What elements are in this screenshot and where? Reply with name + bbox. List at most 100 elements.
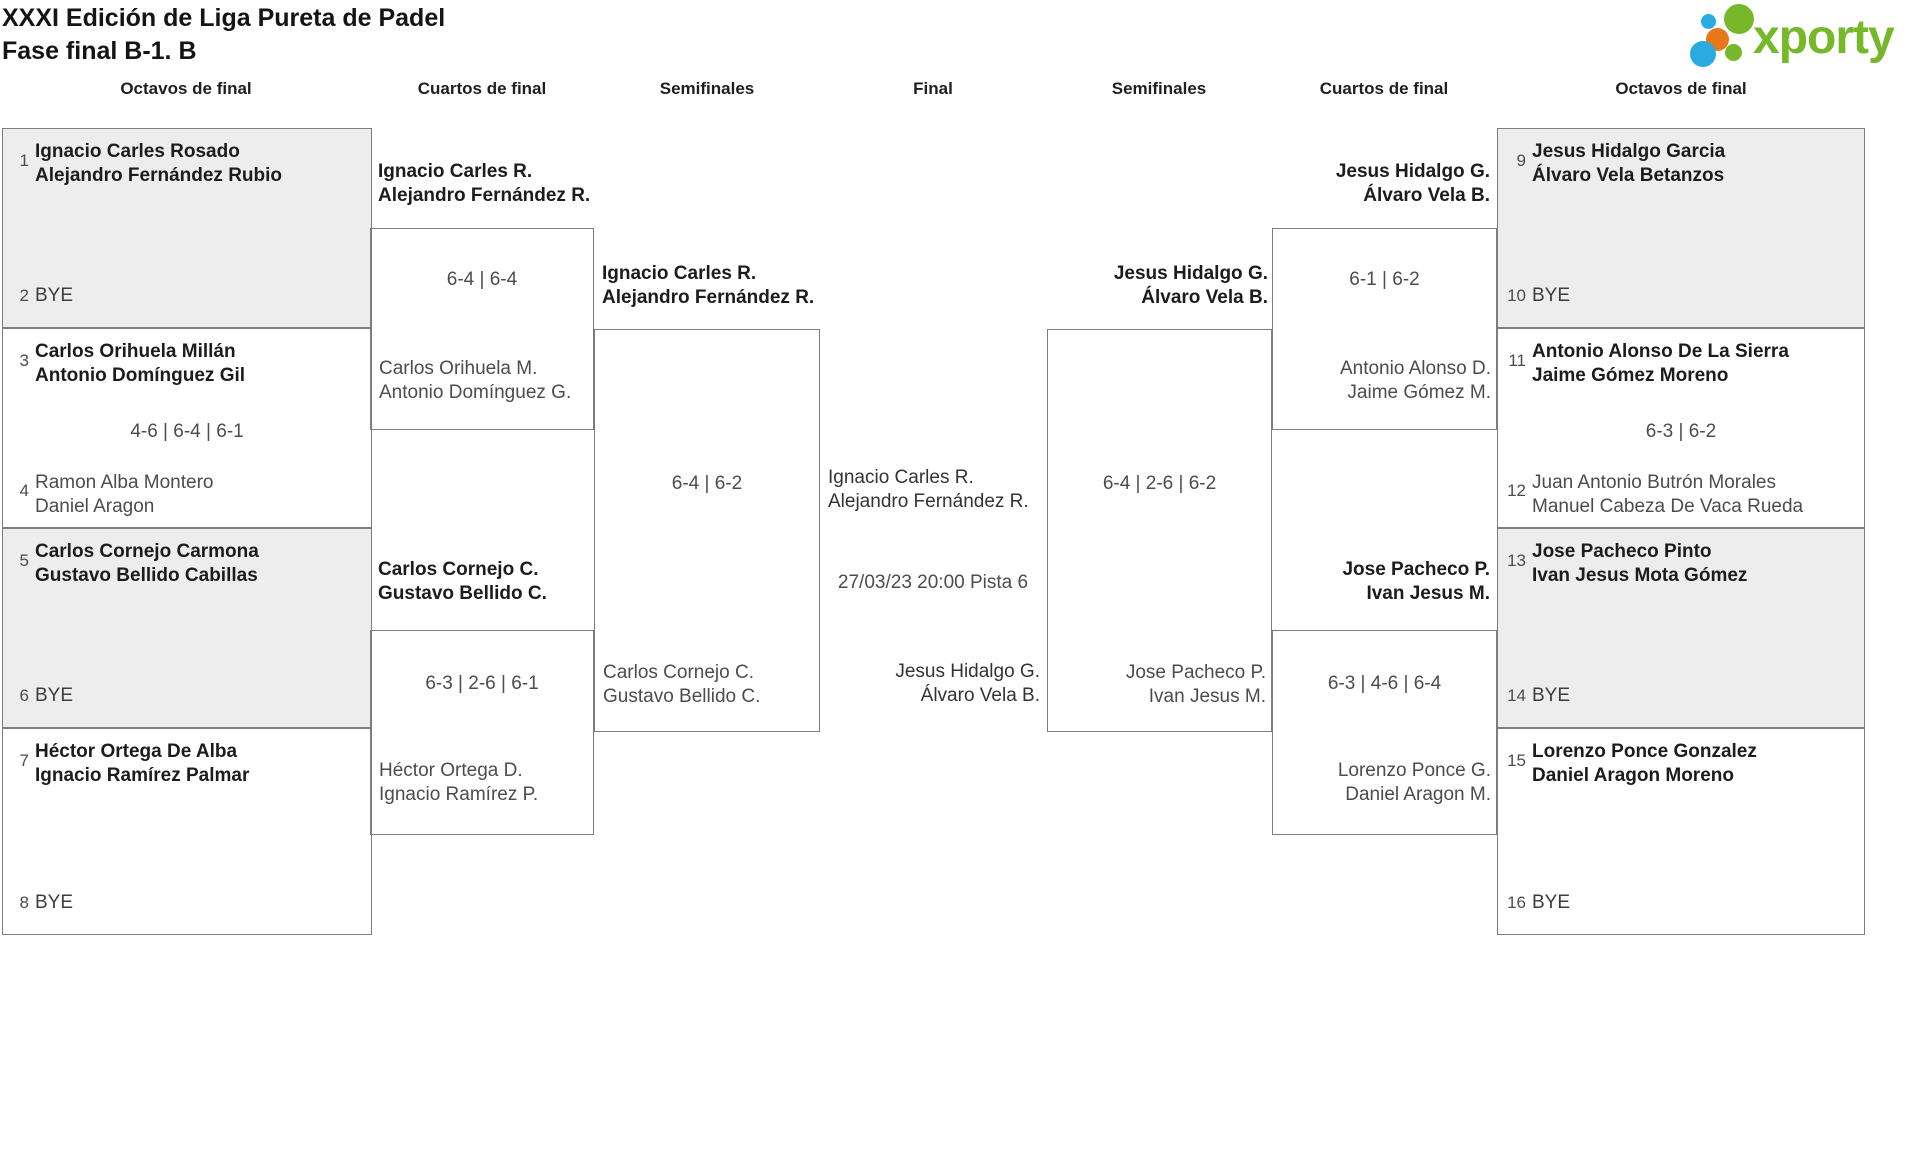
player-name: Ivan Jesus M. <box>1148 686 1266 707</box>
team-names: Jesus Hidalgo Garcia Álvaro Vela Betanzo… <box>1532 140 1725 188</box>
player-name: Jaime Gómez M. <box>1347 382 1491 403</box>
team-names: Ramon Alba Montero Daniel Aragon <box>35 471 214 519</box>
seed-number: 15 <box>1507 751 1526 770</box>
page-title: XXXI Edición de Liga Pureta de Padel Fas… <box>2 2 445 68</box>
winner-team-semifinal-right: Jesus Hidalgo G. Álvaro Vela B. <box>1050 262 1268 310</box>
seed-number: 7 <box>19 751 29 770</box>
player-name: Jaime Gómez Moreno <box>1532 365 1729 386</box>
round-header-cuartos-right: Cuartos de final <box>1319 79 1449 98</box>
player-name: Antonio Alonso De La Sierra <box>1532 341 1789 362</box>
phase-title: Fase final B-1. B <box>2 37 197 65</box>
match-score: 6-3 | 2-6 | 6-1 <box>425 673 539 694</box>
bye-label: BYE <box>1532 685 1571 706</box>
seed-number: 11 <box>1508 351 1526 370</box>
player-name: Ivan Jesus Mota Gómez <box>1532 565 1748 586</box>
seed-number: 1 <box>19 151 29 170</box>
player-name: Antonio Alonso D. <box>1339 358 1491 379</box>
player-name: Gustavo Bellido C. <box>603 686 761 707</box>
team-names: Carlos Orihuela Millán Antonio Domínguez… <box>35 340 245 388</box>
seed-number: 6 <box>19 686 29 705</box>
logo-dot-green-large <box>1724 4 1754 34</box>
team-names: Ignacio Carles Rosado Alejandro Fernánde… <box>35 140 282 188</box>
player-name: Ivan Jesus M. <box>1366 583 1490 604</box>
team-names: Carlos Cornejo Carmona Gustavo Bellido C… <box>35 540 259 588</box>
seed-number: 13 <box>1507 551 1526 570</box>
player-name: Juan Antonio Butrón Morales <box>1532 472 1776 493</box>
xporty-logo[interactable]: xporty <box>1688 0 1920 80</box>
player-name: Antonio Domínguez Gil <box>35 365 246 386</box>
match-score: 6-4 | 6-4 <box>446 269 518 290</box>
seed-number: 3 <box>19 351 29 370</box>
match-rect-cuartos-right-1: 6-1 | 6-2 Antonio Alonso D. Jaime Gómez … <box>1272 228 1497 430</box>
seed-number: 4 <box>19 481 29 500</box>
player-name: Alejandro Fernández Rubio <box>35 165 283 186</box>
match-box-octavos-5: 9 Jesus Hidalgo Garcia Álvaro Vela Betan… <box>1497 128 1865 328</box>
player-name: Jose Pacheco Pinto <box>1532 541 1712 562</box>
match-box-octavos-8: 15 Lorenzo Ponce Gonzalez Daniel Aragon … <box>1497 728 1865 935</box>
loser-team: Carlos Orihuela M. Antonio Domínguez G. <box>379 357 571 405</box>
winner-team-cuartos-left-1: Ignacio Carles R. Alejandro Fernández R. <box>378 160 590 208</box>
player-name: Álvaro Vela B. <box>920 685 1040 706</box>
loser-team: Jose Pacheco P. Ivan Jesus M. <box>1051 661 1266 709</box>
player-name: Carlos Cornejo C. <box>378 559 539 580</box>
match-rect-semifinal-left: 6-4 | 6-2 Carlos Cornejo C. Gustavo Bell… <box>594 329 820 732</box>
player-name: Ignacio Ramírez P. <box>379 784 539 805</box>
player-name: Ignacio Carles R. <box>828 467 974 488</box>
player-name: Antonio Domínguez G. <box>379 382 572 403</box>
match-box-octavos-2: 3 Carlos Orihuela Millán Antonio Domíngu… <box>2 328 372 528</box>
winner-team-cuartos-right-2: Jose Pacheco P. Ivan Jesus M. <box>1272 558 1490 606</box>
bye-label: BYE <box>35 285 74 306</box>
seed-number: 10 <box>1507 286 1526 305</box>
player-name: Gustavo Bellido C. <box>378 583 547 604</box>
match-rect-semifinal-right: 6-4 | 2-6 | 6-2 Jose Pacheco P. Ivan Jes… <box>1047 329 1272 732</box>
team-names: Juan Antonio Butrón Morales Manuel Cabez… <box>1532 471 1803 519</box>
winner-team-cuartos-right-1: Jesus Hidalgo G. Álvaro Vela B. <box>1272 160 1490 208</box>
loser-team: Lorenzo Ponce G. Daniel Aragon M. <box>1273 759 1491 807</box>
logo-dot-blue-small <box>1701 14 1716 29</box>
match-score: 6-1 | 6-2 <box>1349 269 1420 290</box>
player-name: Álvaro Vela B. <box>1141 287 1268 308</box>
final-team-right: Jesus Hidalgo G. Álvaro Vela B. <box>820 660 1040 708</box>
seed-number: 9 <box>1516 151 1526 170</box>
match-box-octavos-6: 11 Antonio Alonso De La Sierra Jaime Góm… <box>1497 328 1865 528</box>
round-header-semis-right: Semifinales <box>1111 79 1207 98</box>
round-header-final: Final <box>913 79 953 98</box>
bye-label: BYE <box>1532 892 1571 913</box>
player-name: Alejandro Fernández R. <box>602 287 815 308</box>
loser-team: Héctor Ortega D. Ignacio Ramírez P. <box>379 759 538 807</box>
player-name: Álvaro Vela B. <box>1363 185 1490 206</box>
player-name: Daniel Aragon M. <box>1345 784 1491 805</box>
team-names: Jose Pacheco Pinto Ivan Jesus Mota Gómez <box>1532 540 1747 588</box>
player-name: Carlos Orihuela Millán <box>35 341 236 362</box>
player-name: Héctor Ortega De Alba <box>35 741 238 762</box>
player-name: Lorenzo Ponce Gonzalez <box>1532 741 1757 762</box>
seed-number: 16 <box>1507 893 1526 912</box>
logo-dot-blue-large <box>1690 41 1716 67</box>
team-names: Héctor Ortega De Alba Ignacio Ramírez Pa… <box>35 740 249 788</box>
player-name: Daniel Aragon Moreno <box>1532 765 1734 786</box>
loser-team: Antonio Alonso D. Jaime Gómez M. <box>1273 357 1491 405</box>
seed-number: 8 <box>19 893 29 912</box>
match-score: 6-3 | 4-6 | 6-4 <box>1327 673 1442 694</box>
player-name: Ramon Alba Montero <box>35 472 214 493</box>
round-header-octavos-right: Octavos de final <box>1615 79 1747 98</box>
match-box-octavos-1: 1 Ignacio Carles Rosado Alejandro Fernán… <box>2 128 372 328</box>
bye-label: BYE <box>1532 285 1571 306</box>
match-box-octavos-3: 5 Carlos Cornejo Carmona Gustavo Bellido… <box>2 528 372 728</box>
winner-team-cuartos-left-2: Carlos Cornejo C. Gustavo Bellido C. <box>378 558 547 606</box>
player-name: Jesus Hidalgo G. <box>1335 161 1490 182</box>
team-names: Lorenzo Ponce Gonzalez Daniel Aragon Mor… <box>1532 740 1757 788</box>
match-box-octavos-4: 7 Héctor Ortega De Alba Ignacio Ramírez … <box>2 728 372 935</box>
seed-number: 5 <box>19 551 29 570</box>
player-name: Alejandro Fernández R. <box>378 185 591 206</box>
match-score: 6-4 | 6-2 <box>671 473 743 494</box>
bye-label: BYE <box>35 892 74 913</box>
match-rect-cuartos-left-1: 6-4 | 6-4 Carlos Orihuela M. Antonio Dom… <box>370 228 594 430</box>
player-name: Ignacio Carles R. <box>602 263 757 284</box>
final-schedule: 27/03/23 20:00 Pista 6 <box>837 572 1029 593</box>
match-rect-cuartos-left-2: 6-3 | 2-6 | 6-1 Héctor Ortega D. Ignacio… <box>370 630 594 835</box>
seed-number: 12 <box>1507 481 1526 500</box>
match-score: 6-3 | 6-2 <box>1645 421 1717 442</box>
player-name: Álvaro Vela Betanzos <box>1532 165 1725 186</box>
player-name: Carlos Orihuela M. <box>379 358 538 379</box>
